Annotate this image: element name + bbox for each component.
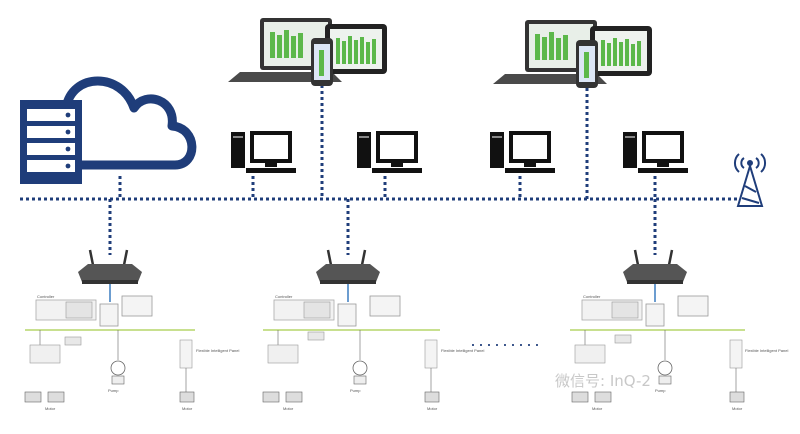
device-links — [108, 85, 657, 255]
wireless-router-icon-1 — [78, 249, 142, 284]
panel-label: Flexible Intelligent Panel — [441, 348, 484, 353]
desktop-pc-icon-4 — [623, 131, 688, 173]
panel-label: Flexible Intelligent Panel — [196, 348, 239, 353]
desktop-pc-icon-1 — [231, 131, 296, 173]
pump-label: Pump — [108, 388, 119, 393]
cloud-server-icon — [20, 76, 197, 184]
pump-label: Pump — [655, 388, 666, 393]
panel-label: Flexible Intelligent Panel — [745, 348, 788, 353]
field-cell-2: Controller Pump Flexible Intelligent Pan… — [262, 284, 484, 411]
devices-icon-2 — [493, 20, 652, 88]
wireless-router-icon-2 — [316, 249, 380, 284]
controller-label: Controller — [275, 294, 293, 299]
desktop-pc-icon-3 — [490, 131, 555, 173]
motor-label-2: Motor — [732, 406, 743, 411]
field-cell-1: Controller Pump Flexible Intelligent Pan… — [24, 284, 239, 411]
pump-label: Pump — [350, 388, 361, 393]
controller-label: Controller — [583, 294, 601, 299]
field-cell-3: Controller Pump Flexible Intelligent Pan… — [570, 284, 788, 411]
motor-label-1: Motor — [45, 406, 56, 411]
more-cells-ellipsis: ········· — [470, 334, 542, 354]
motor-label-2: Motor — [427, 406, 438, 411]
watermark-text: 微信号: InQ-2 — [555, 372, 651, 390]
motor-label-1: Motor — [592, 406, 603, 411]
desktop-pc-icon-2 — [357, 131, 422, 173]
controller-label: Controller — [37, 294, 55, 299]
motor-label-1: Motor — [283, 406, 294, 411]
antenna-icon — [733, 153, 767, 207]
motor-label-2: Motor — [182, 406, 193, 411]
wireless-router-icon-3 — [623, 249, 687, 284]
devices-icon-1 — [228, 18, 387, 86]
